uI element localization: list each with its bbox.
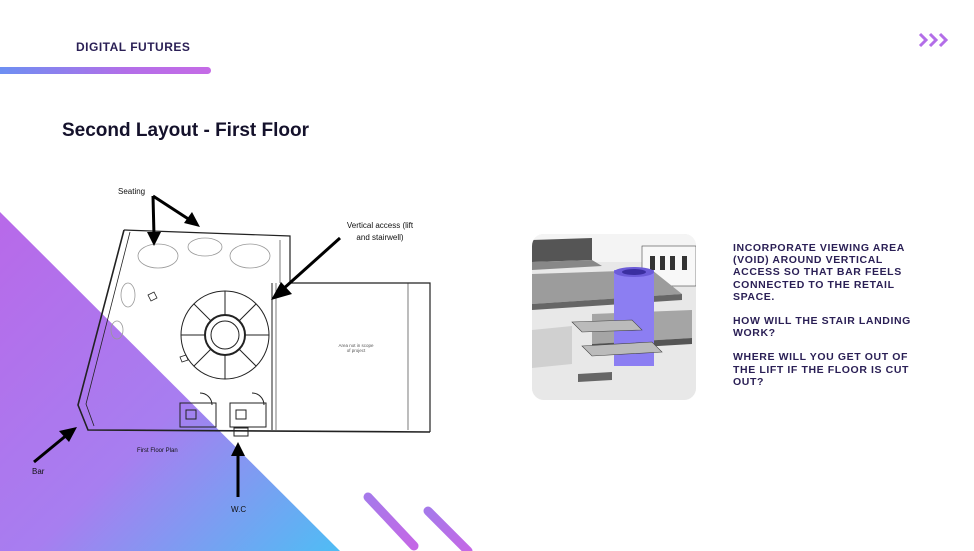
brand-accent-bar [0,67,211,74]
design-notes: INCORPORATE VIEWING AREA (VOID) AROUND V… [733,242,913,400]
note-viewing-area: INCORPORATE VIEWING AREA (VOID) AROUND V… [733,242,905,303]
brand-name: DIGITAL FUTURES [76,40,191,54]
3d-render-image [532,234,696,400]
label-first-floor-plan: First Floor Plan [137,448,178,454]
triple-chevron-right-icon[interactable] [918,31,954,49]
label-wc: W.C [231,505,247,514]
label-seating: Seating [118,187,146,196]
note-stair-landing: HOW WILL THE STAIR LANDING WORK? [733,315,911,340]
label-bar: Bar [32,467,45,476]
label-area-not-in-scope: Area not in scope of project [338,343,374,353]
note-lift-exit: WHERE WILL YOU GET OUT OF THE LIFT IF TH… [733,351,910,388]
label-vertical-access: Vertical access (lift and stairwell) [346,221,414,242]
slide-title: Second Layout - First Floor [62,120,310,141]
